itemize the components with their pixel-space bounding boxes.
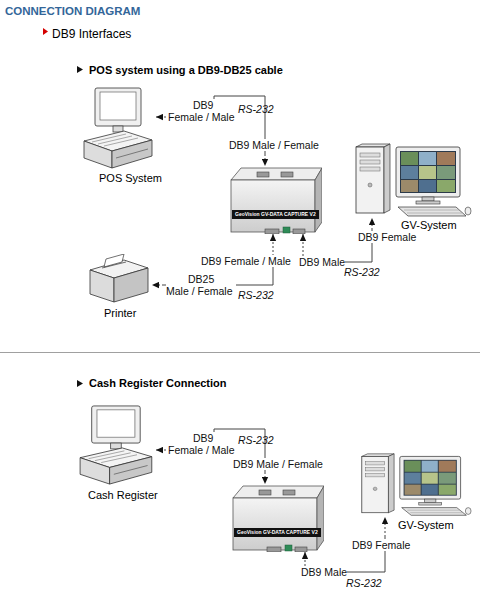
capture-device-label: GeoVision GV-DATA CAPTURE V2 [232,210,319,219]
connector-label: DB9 Female / Male [201,255,291,267]
page-title: CONNECTION DIAGRAM [5,4,140,18]
gv-system-illustration [362,454,471,515]
pos-terminal-node: POS System [82,86,156,170]
capture-device-node: GeoVision GV-DATA CAPTURE V2 [231,484,324,552]
signal-label: RS-232 [238,434,274,446]
connector-label: DB9 Female / Male [168,99,238,123]
connector-label: DB9 Female [358,231,416,243]
capture-device-node: GeoVision GV-DATA CAPTURE V2 [229,166,322,234]
section-heading: Cash Register Connection [89,377,227,390]
connector-label: DB9 Female [352,539,410,551]
bullet-triangle [77,66,83,73]
capture-device-illustration [231,168,322,234]
signal-label: RS-232 [346,577,382,589]
gv-system-label: GV-System [398,519,454,531]
connector-label: DB9 Female / Male [168,432,238,456]
bullet-triangle [43,28,48,35]
gv-system-illustration [356,144,471,216]
cash-register-node: Cash Register [78,404,156,486]
gv-system-node: GV-System [352,143,472,218]
section-heading: POS system using a DB9-DB25 cable [89,64,283,77]
section-heading: DB9 Interfaces [52,27,131,41]
capture-device-illustration [233,486,324,552]
pos-terminal-label: POS System [99,172,162,184]
bullet-triangle [77,380,83,387]
cash-register-illustration [80,406,152,484]
connector-label: DB9 Male / Female [229,139,319,151]
signal-label: RS-232 [238,103,274,115]
signal-label: RS-232 [344,266,380,278]
connector-label: DB9 Male / Female [233,458,323,470]
cash-register-label: Cash Register [88,489,158,501]
signal-label: RS-232 [238,289,274,301]
pos-terminal-illustration [84,88,152,168]
connector-label: DB9 Male [299,256,345,268]
section-divider [0,352,480,353]
printer-node: Printer [86,254,152,306]
printer-label: Printer [104,307,136,319]
connector-label: DB9 Male [301,566,347,578]
printer-illustration [90,254,148,302]
capture-device-label: GeoVision GV-DATA CAPTURE V2 [234,528,321,537]
gv-system-node: GV-System [358,453,472,517]
gv-system-label: GV-System [401,219,457,231]
connector-label: DB25 Male / Female [166,273,236,297]
